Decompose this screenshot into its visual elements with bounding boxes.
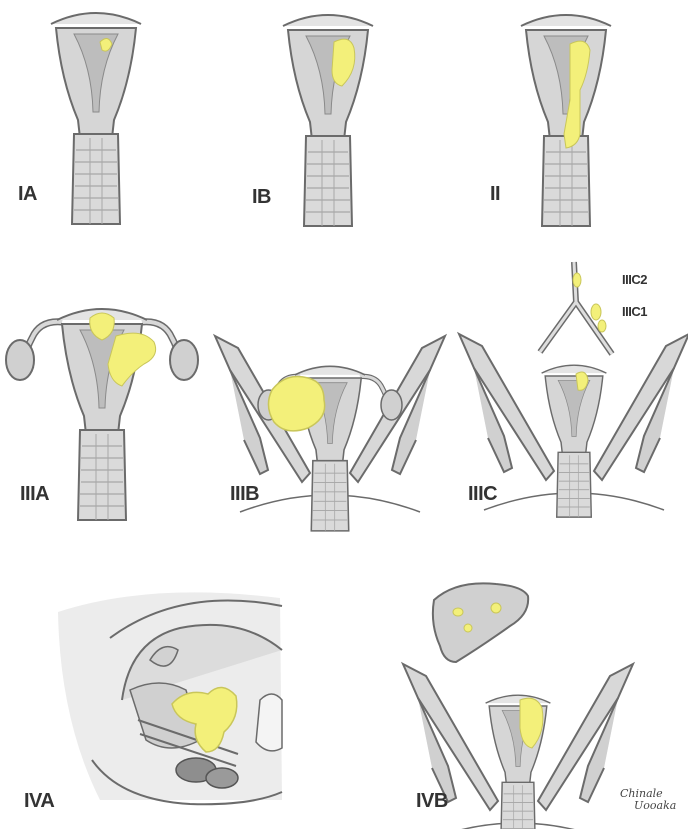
stage-label-iiic: IIIC	[468, 483, 497, 506]
stage-label-iiia: IIIA	[20, 483, 49, 506]
stage-ii-uterus-figure	[521, 15, 611, 226]
metastasis-shape	[453, 608, 463, 616]
metastasis-shape	[464, 624, 472, 632]
stage-label-iiic1: IIIC1	[622, 304, 647, 319]
tumor-shape	[268, 377, 324, 431]
lymph-node-iiic1	[591, 304, 601, 320]
stage-ivb-liver-figure	[433, 583, 528, 662]
stage-ib-uterus-figure	[283, 15, 373, 226]
lymph-node-tree	[540, 262, 612, 354]
lymph-node-iiic1	[598, 320, 606, 332]
lymph-node-iiic2	[573, 273, 581, 287]
stage-iva-sagittal-figure	[58, 592, 282, 804]
stage-label-ivb: IVB	[416, 790, 448, 813]
stage-label-ii: II	[490, 183, 500, 206]
metastasis-shape	[491, 603, 501, 613]
stage-label-iiic2: IIIC2	[622, 272, 647, 287]
stage-label-iva: IVA	[24, 790, 54, 813]
artist-signature: Chinale Uooaka	[620, 788, 676, 812]
stage-label-iiib: IIIB	[230, 483, 259, 506]
stage-ia-uterus-figure	[51, 13, 141, 224]
stage-label-ia: IA	[18, 183, 37, 206]
stage-label-ib: IB	[252, 186, 271, 209]
